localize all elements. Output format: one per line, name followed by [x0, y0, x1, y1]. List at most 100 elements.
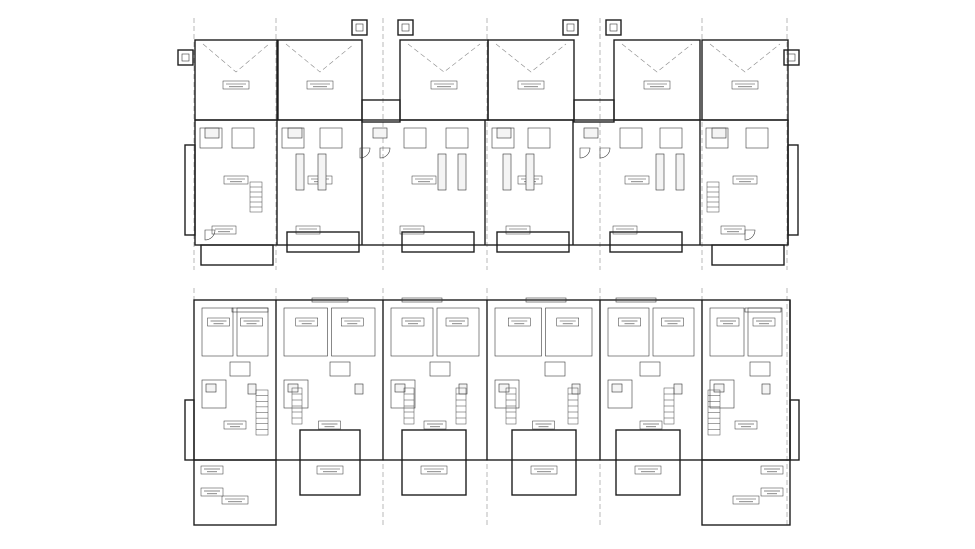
room-label-box [200, 465, 224, 475]
door-swing [204, 229, 216, 241]
utility-room [745, 127, 769, 149]
room-label-box [401, 317, 425, 327]
kitchen-counter [502, 153, 512, 191]
vent-box [397, 19, 414, 36]
bedroom [390, 307, 434, 357]
garage [399, 39, 489, 121]
bathroom [607, 379, 633, 409]
toilet [571, 383, 581, 395]
closet [639, 361, 661, 377]
bedroom [201, 307, 234, 357]
window [311, 297, 349, 303]
room-label-box [643, 80, 671, 90]
garage [613, 39, 701, 121]
room-label [316, 465, 344, 475]
stair [455, 387, 467, 425]
room-label [318, 420, 341, 430]
rear-bedroom-outline [401, 429, 467, 496]
room-label-box [221, 495, 249, 505]
vent-outline [783, 49, 800, 66]
room-label-box [612, 225, 638, 235]
room-label-box [505, 225, 531, 235]
entry-porch [200, 244, 274, 266]
kitchen-island [496, 127, 512, 139]
room-label [618, 317, 641, 327]
upper-floor-plan [184, 288, 800, 526]
bay-right [787, 144, 799, 236]
unit-upper [709, 300, 791, 460]
room-label-box [732, 175, 758, 185]
closet [749, 361, 771, 377]
breezeway [361, 99, 401, 123]
room-label-box [720, 225, 746, 235]
bedroom [494, 307, 542, 357]
unit-main [583, 120, 701, 245]
vent-inner [787, 53, 796, 62]
room-label-box [639, 420, 663, 430]
kitchen-island [287, 127, 303, 139]
rear-bedroom [701, 459, 791, 526]
room-label [505, 225, 531, 235]
room-label [731, 80, 759, 90]
bedroom [709, 307, 745, 357]
room-label-box [295, 317, 318, 327]
entry-porch [401, 231, 475, 253]
window [615, 297, 657, 303]
kitchen-counter [457, 153, 467, 191]
room-label-box [223, 420, 247, 430]
toilet [761, 383, 771, 395]
room-label [532, 420, 555, 430]
room-label [760, 487, 784, 497]
upper-floor-outline [193, 299, 791, 461]
rear-bedroom [193, 459, 277, 526]
closet [329, 361, 351, 377]
room-label-box [200, 487, 224, 497]
garage-outline [701, 39, 789, 121]
bedroom [747, 307, 783, 357]
garage [277, 39, 363, 121]
vent-inner [566, 23, 575, 32]
room-label [221, 495, 249, 505]
vent-outline [605, 19, 622, 36]
room-label-box [624, 175, 650, 185]
room-label [752, 317, 776, 327]
room-label-box [295, 225, 321, 235]
room-label [207, 317, 230, 327]
room-label [295, 225, 321, 235]
bedroom [652, 307, 695, 357]
room-label [295, 317, 318, 327]
utility-room [319, 127, 343, 149]
unit-upper [201, 300, 277, 460]
room-label [734, 420, 758, 430]
room-label [634, 465, 662, 475]
room-label-box [411, 175, 437, 185]
window [231, 307, 269, 313]
utility-room [281, 127, 305, 149]
room-label-box [532, 420, 555, 430]
window [744, 307, 782, 313]
rear-bedroom [299, 429, 361, 496]
room-label [222, 80, 250, 90]
room-label-box [207, 317, 230, 327]
bathtub [713, 383, 725, 393]
door-swing [379, 147, 391, 159]
room-label-box [734, 420, 758, 430]
garage-roof-line [709, 43, 781, 73]
entry-porch [286, 231, 360, 253]
bedroom [283, 307, 328, 357]
stair [663, 387, 675, 425]
window [525, 297, 567, 303]
room-label [423, 420, 447, 430]
room-label-box [316, 465, 344, 475]
utility-room [491, 127, 515, 149]
garage [701, 39, 789, 121]
bay-left [184, 144, 196, 236]
vent-outline [562, 19, 579, 36]
bedroom [545, 307, 593, 357]
room-label [430, 80, 458, 90]
room-label-box [430, 80, 458, 90]
garage-outline [399, 39, 489, 121]
rear-bedroom [511, 429, 577, 496]
door-swing [579, 147, 591, 159]
room-label [716, 317, 740, 327]
